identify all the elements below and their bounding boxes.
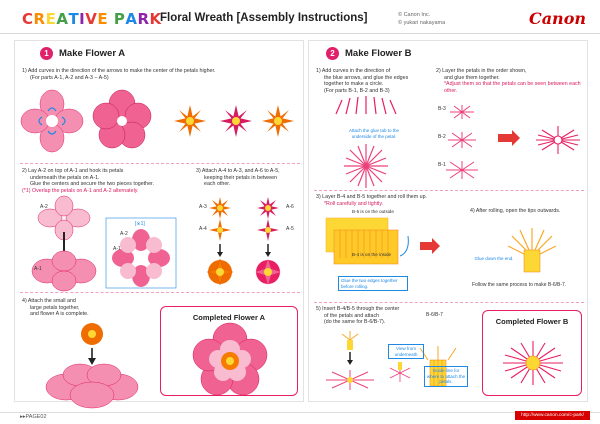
b-step2-line1: 2) Layer the petals in the order shown, bbox=[436, 68, 586, 75]
b-step3-callout: Glue the two edges together before rolli… bbox=[338, 276, 408, 291]
a-step2-note: (*1) Overlap the petals on A-1 and A-2 a… bbox=[22, 188, 182, 195]
copyright-canon: © Canon Inc. bbox=[398, 11, 445, 19]
divider bbox=[20, 163, 300, 164]
a-step2-line2: underneath the petals on A-1. bbox=[22, 175, 182, 182]
copyright-author: © yukari nakayama bbox=[398, 19, 445, 27]
label-b4-inside: B-4 is on the inside bbox=[352, 252, 391, 257]
page-title: Floral Wreath [Assembly Instructions] bbox=[160, 12, 367, 24]
a-step4-line3: and flower A is complete. bbox=[22, 311, 142, 318]
header-bar: CREATIVE PARK Floral Wreath [Assembly In… bbox=[0, 0, 600, 34]
b-step2-illustration bbox=[440, 98, 590, 188]
b4-strip bbox=[334, 230, 398, 264]
divider bbox=[314, 190, 584, 191]
b-step1-line4: (For parts B-1, B-2 and B-3) bbox=[316, 88, 434, 95]
step-number-badge: 1 bbox=[40, 47, 53, 60]
star-flowers bbox=[207, 197, 281, 285]
creative-park-logo[interactable]: CREATIVE PARK bbox=[22, 10, 162, 28]
label-a3: A-3 bbox=[199, 204, 207, 210]
b-step1-callout: Attach the glue tab to the underside of … bbox=[346, 128, 402, 139]
b-step5-view-callout: View from underneath bbox=[388, 344, 424, 359]
completed-flower-b-image bbox=[483, 325, 583, 395]
section-b-heading: 2 Make Flower B bbox=[326, 47, 412, 60]
page-number-text: PAGE02 bbox=[26, 414, 47, 420]
label-a4: A-4 bbox=[199, 226, 207, 232]
a-step3-line3: each other. bbox=[196, 181, 306, 188]
b-step1-line3: together to make a circle. bbox=[316, 81, 434, 88]
label-a1: A-1 bbox=[34, 266, 42, 272]
label-a2-small: A-2 bbox=[120, 231, 128, 237]
b-layers bbox=[446, 105, 478, 179]
a-step1-line1: 1) Add curves in the direction of the ar… bbox=[22, 68, 302, 75]
b-step1-text: 1) Add curves in the direction of the bl… bbox=[316, 68, 434, 94]
footer: ▸▸PAGE02 http://www.canon.com/c-park/ bbox=[0, 408, 600, 424]
b-petal-ring bbox=[344, 144, 388, 188]
roll-arrow bbox=[400, 236, 408, 256]
label-b2: B-2 bbox=[438, 134, 446, 140]
b-step3-note: *Roll carefully and tightly. bbox=[316, 201, 466, 208]
a-step4-line2: large petals together, bbox=[22, 305, 142, 312]
a-step4-line1: 4) Attach the small and bbox=[22, 298, 142, 305]
label-b1: B-1 bbox=[438, 162, 446, 168]
b-step5-illustration bbox=[320, 330, 480, 400]
completed-flower-a-box: Completed Flower A bbox=[160, 306, 298, 396]
b-step2-text: 2) Layer the petals in the order shown, … bbox=[436, 68, 586, 94]
label-b5-outside: B-5 is on the outside bbox=[352, 209, 394, 214]
b-step4-illustration bbox=[496, 220, 576, 280]
b-step3-illustration bbox=[320, 210, 420, 280]
a-step3-text: 3) Attach A-4 to A-3, and A-6 to A-5, ke… bbox=[196, 168, 306, 188]
b-step3-text: 3) Layer B-4 and B-5 together and roll t… bbox=[316, 194, 466, 207]
a-step2-line3: Glue the centers and secure the two piec… bbox=[22, 181, 182, 188]
step-number-badge: 2 bbox=[326, 47, 339, 60]
flower-a-small-2 bbox=[220, 105, 252, 137]
b-step2-note: *Adjust them so that the petals can be s… bbox=[436, 81, 586, 94]
a-step4-text: 4) Attach the small and large petals tog… bbox=[22, 298, 142, 318]
a-step3-line1: 3) Attach A-4 to A-3, and A-6 to A-5, bbox=[196, 168, 306, 175]
b-step3-arrow bbox=[418, 236, 448, 256]
b-step3-line1: 3) Layer B-4 and B-5 together and roll t… bbox=[316, 194, 466, 201]
canon-logo[interactable]: Canon bbox=[529, 9, 586, 28]
label-b67: B-6/B-7 bbox=[426, 312, 443, 318]
label-a1-small: A-1 bbox=[113, 246, 121, 252]
completed-flower-b-box: Completed Flower B bbox=[482, 310, 582, 396]
divider bbox=[20, 292, 300, 293]
flower-a-curve-2 bbox=[93, 90, 151, 148]
a-step4-illustration bbox=[30, 320, 160, 410]
page-number: ▸▸PAGE02 bbox=[20, 414, 47, 420]
a-step1-illustration bbox=[20, 83, 320, 163]
b-step1-line1: 1) Add curves in the direction of bbox=[316, 68, 434, 75]
flower-a-curve-1 bbox=[21, 90, 83, 152]
b-step5-guide-callout: Guide line for where to attach the petal… bbox=[424, 366, 468, 387]
label-b3: B-3 bbox=[438, 106, 446, 112]
a-step1-text: 1) Add curves in the direction of the ar… bbox=[22, 68, 302, 81]
b-layered-result bbox=[536, 126, 580, 154]
a-step1-line2: (For parts A-1, A-2 and A-3 – A-5) bbox=[22, 75, 302, 82]
b-step2-line2: and glue them together. bbox=[436, 75, 586, 82]
right-arrow bbox=[498, 130, 520, 146]
footer-rule bbox=[0, 412, 600, 413]
label-a5: A-5 bbox=[286, 226, 294, 232]
b-step1-line2: the blue arrows, and glue the edges bbox=[316, 75, 434, 82]
b-step5-line3: (do the same for B-6/B-7). bbox=[316, 319, 446, 326]
b-step4-text: 4) After rolling, open the tips outwards… bbox=[470, 208, 580, 215]
label-a2: A-2 bbox=[40, 204, 48, 210]
flower-a-small-3 bbox=[262, 105, 294, 137]
divider bbox=[314, 302, 584, 303]
footer-url-link[interactable]: http://www.canon.com/c-park/ bbox=[515, 411, 590, 420]
b-step4-follow: Follow the same process to make B-6/B-7. bbox=[472, 282, 588, 289]
b-step1-illustration bbox=[316, 96, 426, 191]
copyright: © Canon Inc. © yukari nakayama bbox=[398, 11, 445, 27]
a-step2-line1: 2) Lay A-2 on top of A-1 and hook its pe… bbox=[22, 168, 182, 175]
section-a-heading: 1 Make Flower A bbox=[40, 47, 125, 60]
a-step3-line2: keeping their petals in between bbox=[196, 175, 306, 182]
label-star1: [※1] bbox=[135, 221, 145, 227]
section-b-title: Make Flower B bbox=[345, 48, 412, 59]
section-a-title: Make Flower A bbox=[59, 48, 125, 59]
completed-flower-a-image bbox=[161, 319, 299, 399]
label-a6: A-6 bbox=[286, 204, 294, 210]
flower-a-small-1 bbox=[174, 105, 206, 137]
a-step2-text: 2) Lay A-2 on top of A-1 and hook its pe… bbox=[22, 168, 182, 194]
b-petal-strip bbox=[336, 96, 396, 114]
b-step4-callout: Glue down the end. bbox=[474, 256, 514, 262]
